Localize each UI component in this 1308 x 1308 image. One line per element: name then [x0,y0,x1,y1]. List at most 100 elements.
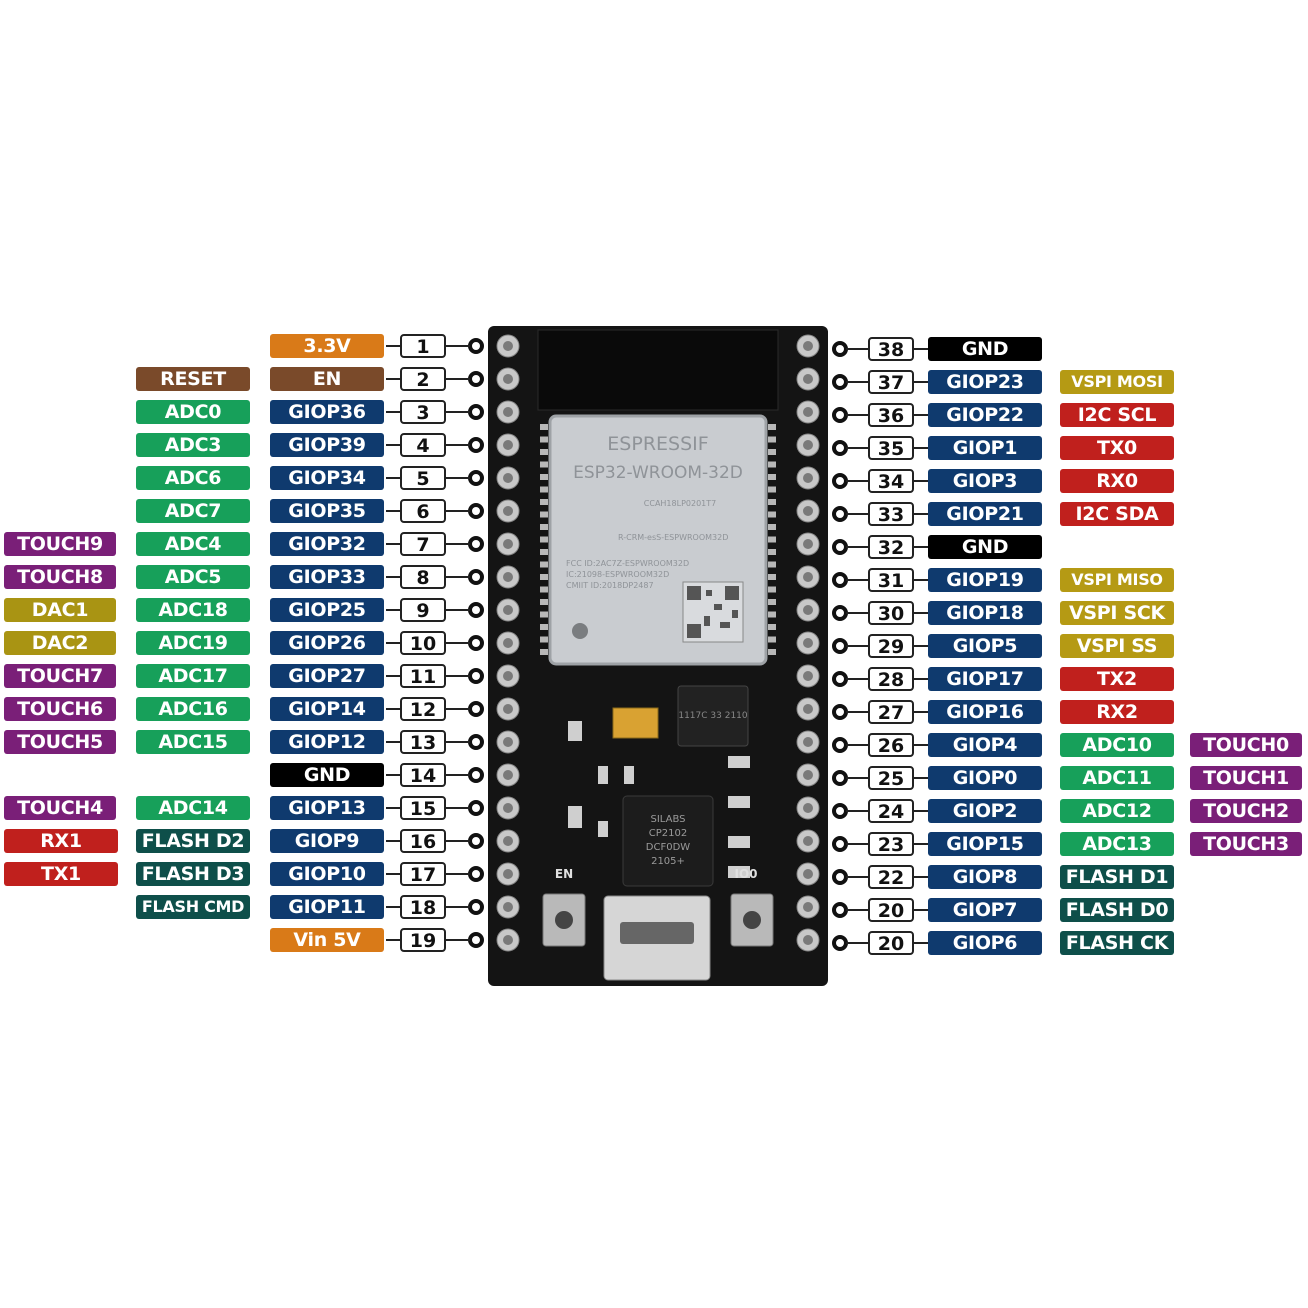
pin-leader-line [386,609,402,611]
pin-leader-line [912,513,930,515]
pin-leader-line [912,909,930,911]
pin-number: 10 [400,631,446,655]
pin-label-gpio: GIOP10 [270,862,384,886]
pin-leader-line [912,612,930,614]
module-castellation [540,524,548,530]
pin-label-touch: TOUCH8 [4,565,116,589]
pin-label-gpio: GIOP36 [270,400,384,424]
header-pin-center [803,902,813,912]
pin-label-adc: ADC3 [136,433,250,457]
header-pin-center [503,440,513,450]
pin-label-vspi: VSPI SCK [1060,601,1174,625]
pin-label-flash: FLASH D3 [136,862,250,886]
pin-label-gpio: GIOP23 [928,370,1042,394]
header-pin-center [503,935,513,945]
pin-number: 22 [868,865,914,889]
header-pin-center [803,704,813,714]
pin-leader-line [446,576,470,578]
pin-leader-line [912,777,930,779]
pin-number: 4 [400,433,446,457]
module-castellation [540,624,548,630]
header-pin-center [503,671,513,681]
pin-leader-line [912,711,930,713]
pin-dot [468,470,484,486]
module-castellation [768,424,776,430]
pin-leader-line [386,411,402,413]
pin-dot [468,437,484,453]
chip-brand: SILABS [651,814,686,825]
header-pin-center [803,770,813,780]
header-pin-center [803,506,813,516]
pin-label-uart_i2c: RX0 [1060,469,1174,493]
pin-leader-line [446,708,470,710]
pin-label-adc: ADC12 [1060,799,1174,823]
pin-leader-line [386,675,402,677]
module-castellation [540,611,548,618]
module-castellation [768,611,776,618]
pin-leader-line [912,810,930,812]
header-pin-center [803,671,813,681]
module-rcm: R-CRM-esS-ESPWROOM32D [618,533,728,542]
module-castellation [768,449,776,455]
pin-label-flash: FLASH CMD [136,895,250,919]
pin-number: 37 [868,370,914,394]
pin-label-gpio: GIOP5 [928,634,1042,658]
pin-label-gpio: GIOP1 [928,436,1042,460]
pin-number: 20 [868,898,914,922]
pin-dot [468,833,484,849]
pin-label-uart_i2c: RX2 [1060,700,1174,724]
pin-label-touch: TOUCH6 [4,697,116,721]
pin-number: 9 [400,598,446,622]
regulator-code: 1117C 33 2110 [678,711,748,721]
pin-leader-line [846,678,870,680]
module-castellation [540,561,548,568]
pin-dot [468,701,484,717]
pin-dot [468,899,484,915]
pin-leader-line [386,543,402,545]
header-pin-center [803,638,813,648]
pin-leader-line [846,810,870,812]
pin-label-gpio: GIOP39 [270,433,384,457]
header-pin-center [503,374,513,384]
module-castellation [768,486,776,493]
pin-leader-line [846,480,870,482]
module-castellation [768,599,776,605]
pin-number: 38 [868,337,914,361]
module-castellation [768,561,776,568]
header-pin-center [503,572,513,582]
pin-dot [468,800,484,816]
header-pin-center [803,473,813,483]
pin-dot [468,932,484,948]
header-pin-center [503,638,513,648]
pin-number: 11 [400,664,446,688]
header-pin-center [503,869,513,879]
pin-leader-line [446,642,470,644]
pin-label-gpio: GIOP33 [270,565,384,589]
module-castellation [540,636,548,643]
pin-number: 16 [400,829,446,853]
pin-label-gnd: GND [928,337,1042,361]
module-castellation [540,474,548,480]
pin-label-en: EN [270,367,384,391]
pin-label-flash: FLASH CK [1060,931,1174,955]
pin-leader-line [912,447,930,449]
pin-leader-line [912,414,930,416]
pin-leader-line [846,612,870,614]
pin-label-touch: TOUCH3 [1190,832,1302,856]
pin-number: 2 [400,367,446,391]
header-pin-center [503,341,513,351]
pin-leader-line [386,444,402,446]
header-pin-center [803,737,813,747]
module-castellation [768,461,776,468]
pin-label-gpio: GIOP6 [928,931,1042,955]
pin-leader-line [912,579,930,581]
pin-number: 3 [400,400,446,424]
pin-label-touch: TOUCH0 [1190,733,1302,757]
pin-label-gpio: GIOP22 [928,403,1042,427]
module-castellation [768,536,776,543]
pin-leader-line [386,741,402,743]
pin-label-gpio: GIOP18 [928,601,1042,625]
pin-leader-line [446,378,470,380]
pin-label-gpio: GIOP12 [270,730,384,754]
pin-leader-line [446,675,470,677]
